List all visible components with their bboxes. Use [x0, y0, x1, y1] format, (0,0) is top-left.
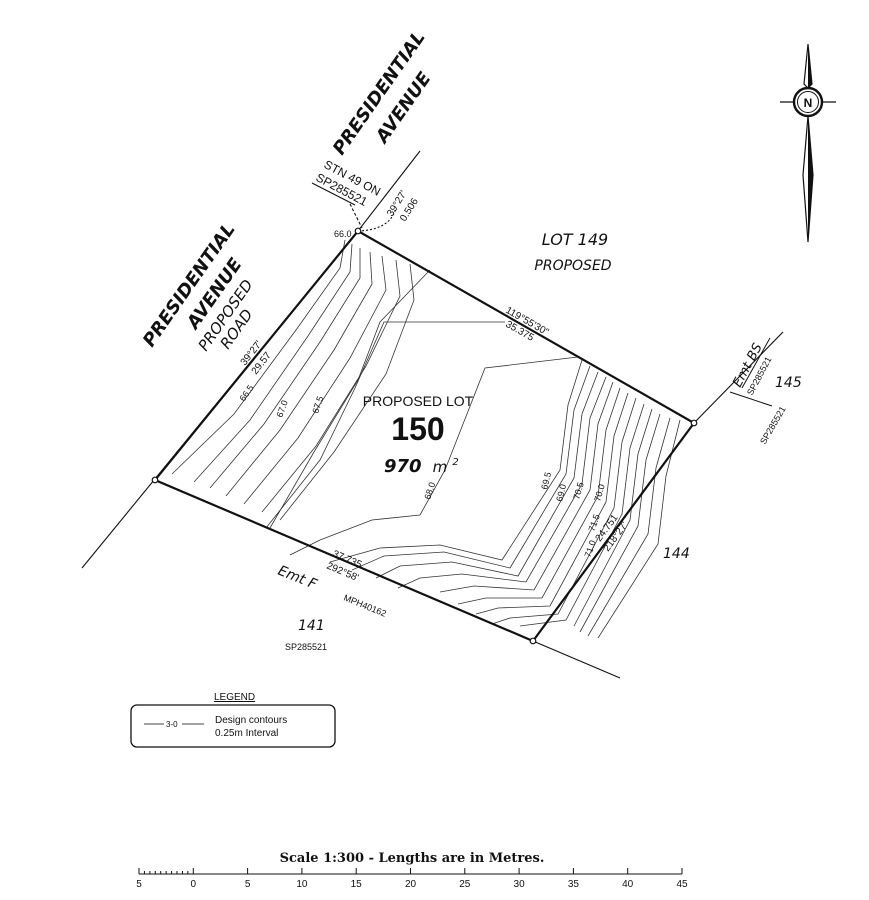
station-tick-line — [349, 203, 363, 229]
lot-149-sub-label: PROPOSED — [534, 258, 611, 274]
lot-area-value: 970 — [384, 456, 422, 477]
design-contours — [171, 239, 681, 639]
contour-label: 67.0 — [274, 399, 289, 419]
station-offset-line — [311, 182, 356, 206]
north-arrow-letter: N — [804, 96, 813, 110]
lot-number: 150 — [391, 411, 444, 447]
scale-bar-tick-label: 15 — [351, 879, 363, 890]
lot-area: 970 m 2 — [384, 456, 459, 477]
lot-141-label: 141 — [298, 618, 325, 634]
lot-145-label: 145 — [775, 375, 802, 391]
legend-line1: Design contours — [215, 715, 287, 726]
boundary-corner-marks — [151, 227, 698, 645]
scale-bar: 5 0 5 10 15 20 25 30 35 40 45 — [136, 868, 688, 890]
scale-bar-tick-label: 40 — [622, 879, 634, 890]
legend-box — [130, 704, 336, 748]
north-arrow-icon: N — [780, 43, 836, 243]
lot-area-exponent: 2 — [452, 457, 458, 468]
contour-label: 66.5 — [237, 383, 255, 403]
contour-label: 69.0 — [554, 483, 568, 502]
road-line-north — [357, 150, 421, 232]
scale-bar-tick-label: 10 — [296, 879, 308, 890]
proposed-lot-label: PROPOSED LOT — [363, 393, 474, 409]
scale-bar-tick-label: 0 — [191, 879, 197, 890]
lot-area-unit: m — [433, 458, 448, 476]
scale-bar-tick-label: 25 — [459, 879, 471, 890]
contour-label: 70.5 — [571, 481, 585, 501]
scale-title: Scale 1:300 - Lengths are in Metres. — [280, 851, 545, 866]
contour-label: 69.5 — [539, 471, 553, 490]
spot-level-label: 66.0 — [334, 229, 352, 239]
lot-144-label: 144 — [663, 546, 690, 562]
scale-bar-tick-label: 5 — [245, 879, 251, 890]
contour-label: 70.0 — [592, 483, 606, 503]
easement-f-label: Emt F — [276, 563, 320, 593]
contour-label: 68.0 — [422, 481, 437, 501]
easement-bs-lines — [729, 337, 773, 407]
road-line-east — [693, 331, 784, 424]
scale-bar-tick-label: 35 — [568, 879, 580, 890]
station-bearing-arc — [357, 207, 397, 232]
lot-145-plan-label: SP285521 — [758, 405, 788, 446]
scale-bar-tick-label: 45 — [676, 879, 688, 890]
legend-title: LEGEND — [214, 692, 255, 703]
lot-141-plan-label: SP285521 — [285, 642, 327, 652]
contour-label: 67.5 — [310, 395, 325, 415]
easement-f-plan-label: MPH40162 — [342, 593, 387, 619]
scale-bar-tick-label: 5 — [136, 879, 142, 890]
legend-line2: 0.25m Interval — [215, 728, 278, 739]
road-line-south — [532, 640, 621, 679]
scale-bar-tick-label: 20 — [405, 879, 417, 890]
legend-sample-label: 3-0 — [166, 720, 178, 729]
scale-bar-tick-label: 30 — [514, 879, 526, 890]
lot-149-label: LOT 149 — [542, 230, 608, 249]
